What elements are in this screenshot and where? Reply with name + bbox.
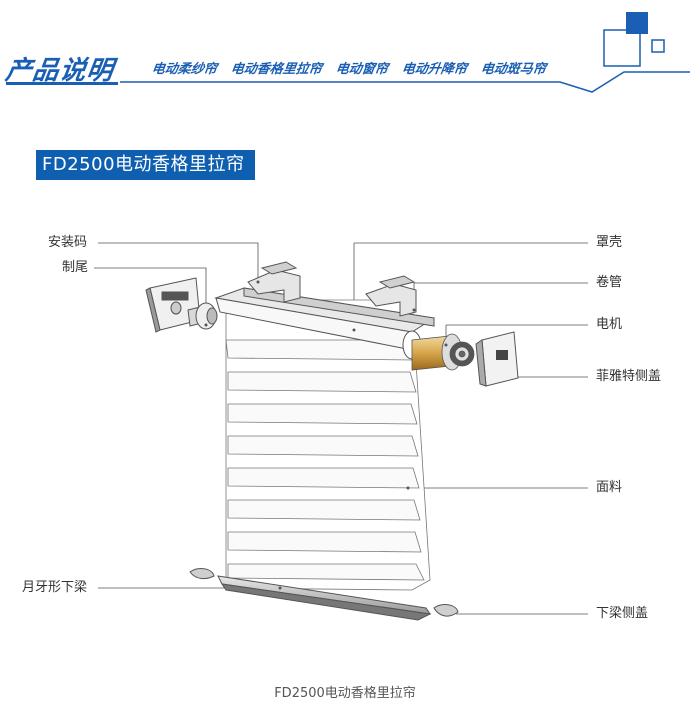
label-cover: 罩壳 [596,235,623,250]
figure-caption: FD2500电动香格里拉帘 [274,686,416,701]
label-bottom-rail: 月牙形下梁 [22,580,88,595]
side-cover [475,331,519,387]
rail-end-cap-right [433,604,459,617]
fabric-panel [225,299,431,591]
label-motor: 电机 [596,317,623,332]
title-underline [6,82,118,85]
header-decoration [120,12,690,93]
decor-square-outline [603,29,641,67]
mount-bracket-right [365,275,417,317]
rail-end-cap-left [189,568,215,580]
decor-square-small [651,39,665,53]
leader-lines [94,242,588,615]
label-side-cover: 菲雅特侧盖 [596,369,662,384]
label-roller-tube: 卷管 [596,275,623,290]
decor-square-filled [626,12,648,34]
mount-bracket-left [247,261,301,303]
label-fabric: 面料 [596,480,623,495]
label-tail-stop: 制尾 [62,260,89,275]
bottom-rail [217,575,432,621]
motor [411,333,475,371]
tail-stop-cap [145,277,218,333]
product-tag: FD2500电动香格里拉帘 [36,150,255,180]
label-rail-side-cover: 下梁侧盖 [596,606,649,621]
label-mount-bracket: 安装码 [48,235,88,250]
